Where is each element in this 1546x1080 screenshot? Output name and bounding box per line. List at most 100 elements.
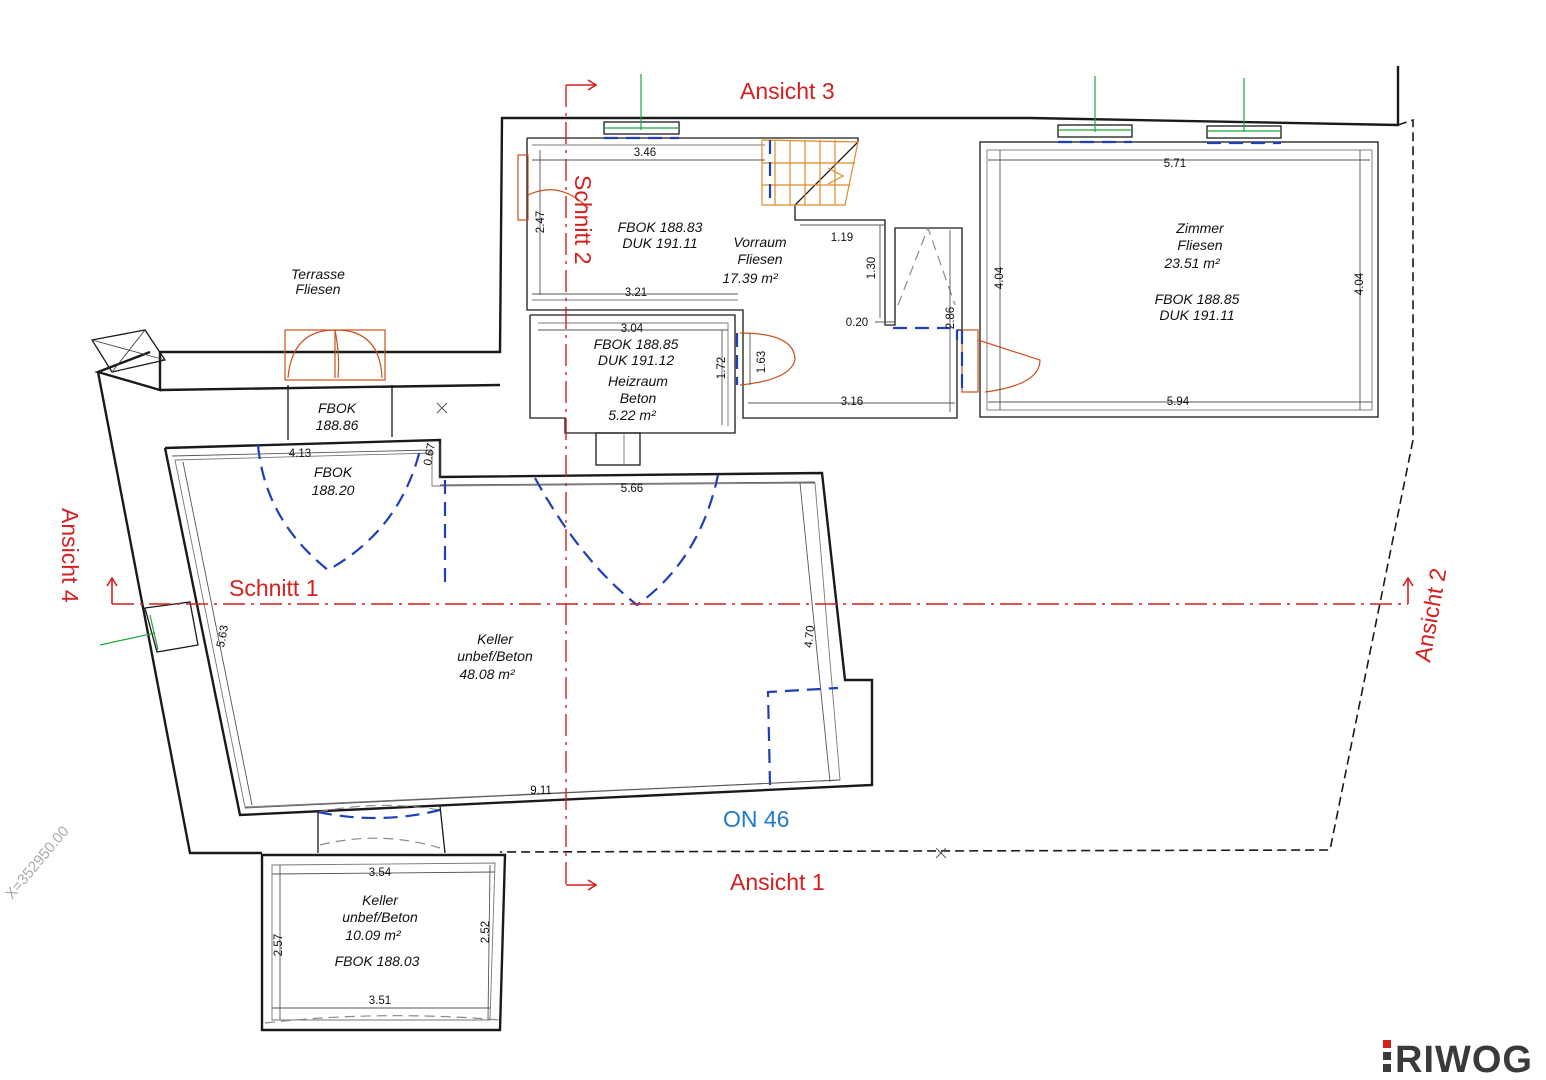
x-mark-icon [436,402,448,414]
heizraum-room [529,314,796,466]
vorraum-material: Fliesen [737,251,782,267]
keller-door-swing-2 [534,474,720,607]
vorraum-fbok: FBOK 188.83 [618,219,703,235]
vorraum-label: Vorraum [733,234,787,250]
room-labels: Terrasse Fliesen FBOK 188.83 DUK 191.11 … [291,219,1240,969]
terrace-wall [159,383,501,392]
dim-3-21: 3.21 [625,287,647,299]
ansicht-2-label: Ansicht 2 [1409,566,1451,664]
dim-0-67: 0.67 [422,442,438,466]
keller-small-room [260,853,507,1032]
schnitt-2-label: Schnitt 2 [570,175,596,265]
heizraum-area: 5.22 m² [608,407,657,423]
terrace-double-door-icon [284,329,386,381]
dim-4-04-right: 4.04 [1354,272,1366,295]
property-boundary [499,118,1414,853]
zimmer-fbok: FBOK 188.85 [1155,291,1240,307]
dim-3-16: 3.16 [841,396,863,408]
dim-3-54: 3.54 [369,867,392,879]
ansicht-3-label: Ansicht 3 [740,78,835,104]
keller-room [99,438,874,854]
dim-5-66: 5.66 [621,483,643,495]
logo-text: RIWOG [1395,1039,1533,1080]
zimmer-label: Zimmer [1175,220,1225,236]
vorraum-left-door-frame [517,154,529,221]
schnitt-1-label: Schnitt 1 [229,575,319,601]
dim-3-46: 3.46 [634,147,656,159]
coordinate-label: X=352950.00 [2,823,73,903]
keller-area: 48.08 m² [459,666,516,682]
upper-outer-wall [94,66,1400,392]
view-labels: Ansicht 3 Ansicht 1 Ansicht 4 Ansicht 2 … [57,78,1451,895]
keller-label: Keller [477,631,514,647]
ansicht-1-label: Ansicht 1 [730,869,825,895]
dim-5-63: 5.63 [215,624,231,648]
ansicht-4-label: Ansicht 4 [57,508,83,603]
vorraum-duk: DUK 191.11 [622,235,697,251]
keller-door-swing-1 [256,444,422,572]
dim-1-30: 1.30 [866,257,878,279]
zimmer-material: Fliesen [1177,237,1222,253]
keller-small-material: unbef/Beton [342,909,418,925]
zimmer-door-frame [961,329,979,393]
heizraum-wall [529,314,736,434]
keller-material: unbef/Beton [457,648,533,664]
dim-1-63: 1.63 [756,351,768,373]
keller-small-area: 10.09 m² [345,927,402,943]
vorraum-left-door-swing [527,189,589,209]
dimension-labels: 3.46 2.47 1.19 1.30 3.21 0.20 2.86 3.04 … [215,147,1366,1007]
zimmer-room [960,76,1379,418]
dim-2-57: 2.57 [273,934,285,956]
zimmer-wall [979,141,1379,418]
keller-hidden-block [766,686,839,786]
dim-9-11: 9.11 [530,785,552,797]
entry-level: 188.86 [316,417,359,433]
heizraum-label: Heizraum [608,373,668,389]
keller-small-wall [260,853,507,1032]
dim-1-72: 1.72 [716,357,728,379]
left-outer-wall [96,371,262,855]
keller-small-fbok: FBOK 188.03 [335,953,420,969]
window-top-2 [1057,76,1133,144]
staircase-icon [761,139,859,206]
window-left [99,601,199,653]
dim-3-04: 3.04 [621,323,644,335]
dim-2-47: 2.47 [535,211,547,233]
terrasse [90,329,448,440]
window-top-1 [603,74,680,140]
heizraum-material: Beton [620,390,657,406]
chimney-shaft [897,226,956,306]
zimmer-area: 23.51 m² [1163,255,1221,271]
section-lines [106,79,1414,891]
dim-5-94: 5.94 [1167,396,1190,408]
keller-small-label: Keller [362,892,399,908]
outer-walls [94,66,1414,855]
keller-fbok: FBOK [314,464,353,480]
dim-2-86: 2.86 [945,307,957,329]
heizraum-chimney [595,432,641,466]
vorraum-area: 17.39 m² [722,270,779,286]
zimmer-door-swing [977,339,1041,393]
dim-5-71: 5.71 [1164,158,1186,170]
heizraum-fbok: FBOK 188.85 [594,336,679,352]
heizraum-door-swing [739,332,796,386]
house-number-label: ON 46 [723,806,789,832]
keller-level: 188.20 [312,482,355,498]
dim-4-70: 4.70 [803,625,817,649]
dim-2-52: 2.52 [480,921,492,943]
dim-4-04-left: 4.04 [994,266,1006,289]
dim-0-20: 0.20 [846,317,868,329]
vorraum-wall [526,137,963,419]
zimmer-duk: DUK 191.11 [1159,307,1234,323]
heizraum-duk: DUK 191.12 [598,352,674,368]
dim-3-51: 3.51 [369,995,391,1007]
vorraum-hidden-edge [893,326,959,340]
dimension-lines [171,150,1372,1021]
terrasse-label: Terrasse [291,266,345,282]
entry-fbok: FBOK [318,400,357,416]
dim-4-13: 4.13 [289,448,311,460]
terrasse-material: Fliesen [295,281,340,297]
dim-1-19: 1.19 [831,232,853,244]
window-top-3 [1206,78,1282,145]
